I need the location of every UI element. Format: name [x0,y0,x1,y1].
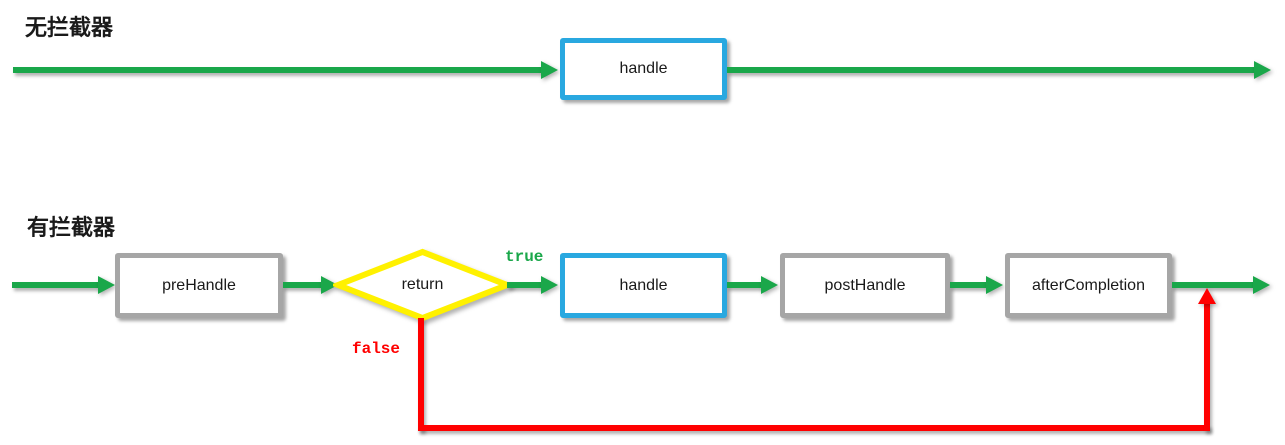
arrowhead-right-icon [1253,276,1270,294]
node-handle-label: handle [619,276,668,294]
arrowhead-right-icon [541,61,558,79]
arrowhead-right-icon [761,276,778,294]
node-posthandle-label: postHandle [824,276,906,294]
false-path-line [418,425,1210,431]
arrowhead-right-icon [321,276,338,294]
node-posthandle: postHandle [780,253,950,318]
arrowhead-right-icon [541,276,558,294]
false-path-line [418,318,424,431]
flow-line [507,282,544,288]
node-handle-top-label: handle [619,60,668,77]
node-prehandle: preHandle [115,253,283,318]
decision-return-label: return [401,276,444,293]
arrowhead-right-icon [98,276,115,294]
flow-line [13,67,545,73]
section-title-with-interceptor: 有拦截器 [27,215,116,240]
false-path-line [1204,301,1210,431]
arrowhead-right-icon [1254,61,1271,79]
flow-line [12,282,100,288]
flow-line [1172,282,1255,288]
arrowhead-up-icon [1198,288,1216,304]
node-aftercompletion: afterCompletion [1005,253,1172,318]
node-prehandle-label: preHandle [162,276,236,294]
branch-label-true: true [505,248,544,266]
branch-label-false: false [352,340,401,358]
flow-line [727,282,764,288]
node-aftercompletion-label: afterCompletion [1032,276,1145,294]
node-handle: handle [560,253,727,318]
decision-diamond-return: return [333,247,512,323]
section-title-no-interceptor: 无拦截器 [25,15,114,40]
arrowhead-right-icon [986,276,1003,294]
flow-line [727,67,1255,73]
flow-line [950,282,988,288]
node-handle-top: handle [560,38,727,100]
flow-line [283,282,323,288]
